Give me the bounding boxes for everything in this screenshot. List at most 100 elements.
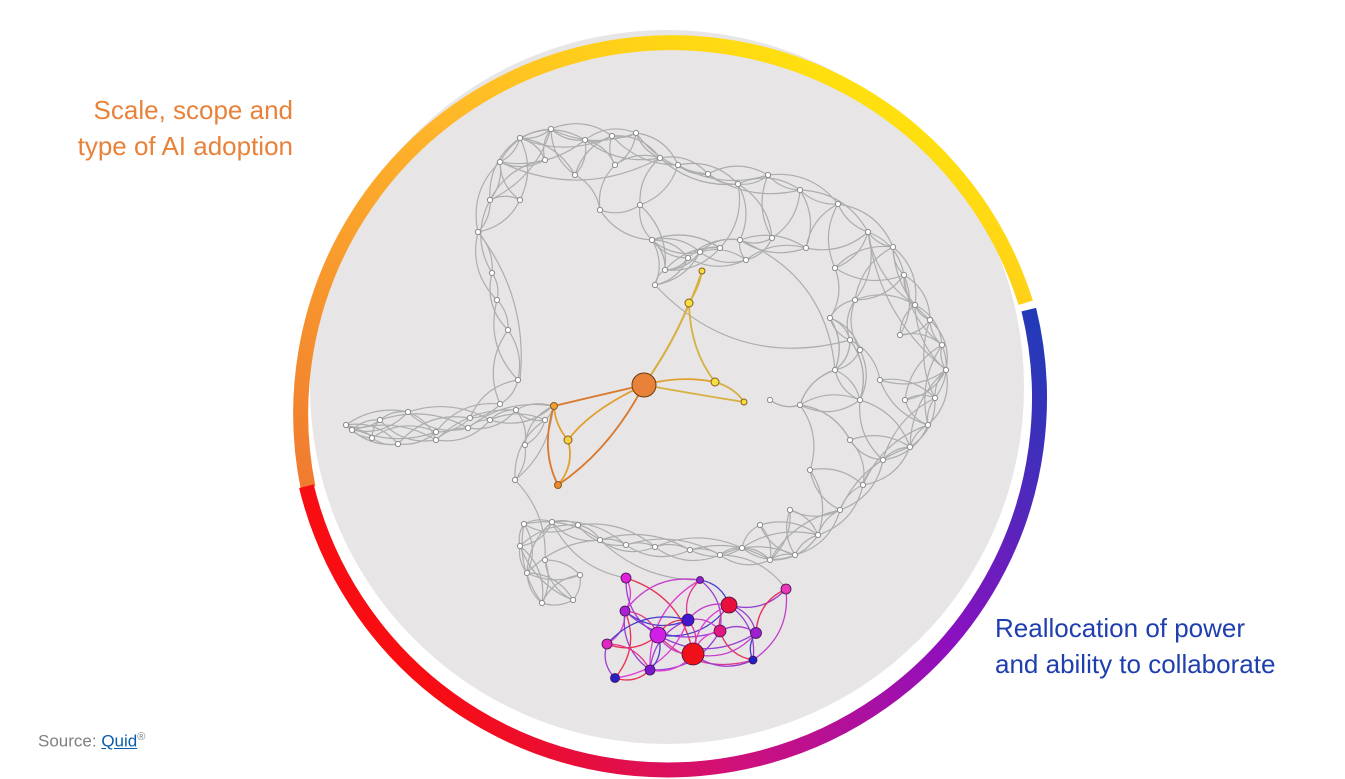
network-edge: [397, 416, 471, 445]
network-edge: [745, 237, 773, 261]
network-edge: [493, 299, 519, 381]
network-edge: [584, 139, 661, 161]
network-edge: [862, 446, 911, 486]
network-edge: [687, 257, 747, 267]
network-edge: [719, 554, 787, 590]
network-edge: [379, 419, 437, 442]
network-node: [493, 296, 501, 304]
network-node: [856, 396, 864, 404]
network-node: [432, 428, 440, 436]
network-edge: [654, 546, 721, 562]
network-edge: [599, 539, 656, 553]
network-edge: [799, 404, 851, 441]
network-nodes: [342, 125, 950, 607]
network-node: [547, 125, 555, 133]
network-node: [521, 441, 529, 449]
network-node: [651, 281, 659, 289]
network-node: [512, 406, 520, 414]
network-node: [496, 158, 504, 166]
network-node: [548, 518, 556, 526]
network-edge: [550, 128, 637, 141]
network-edge: [809, 469, 841, 511]
network-node: [648, 236, 656, 244]
network-edge: [635, 132, 709, 175]
network-node: [834, 200, 842, 208]
network-edge: [544, 559, 581, 576]
network-edge: [759, 524, 772, 561]
network-node: [348, 426, 356, 434]
network-node: [879, 456, 887, 464]
power-label-line2: and ability to collaborate: [995, 649, 1276, 679]
cluster-node: [684, 298, 694, 308]
network-edge: [477, 231, 522, 381]
network-edge: [551, 521, 627, 579]
cluster-node: [740, 398, 748, 406]
network-node: [511, 476, 519, 484]
network-edge: [639, 164, 679, 206]
power-label: Reallocation of power and ability to col…: [995, 610, 1340, 682]
network-edge: [719, 183, 741, 249]
network-edge: [879, 379, 929, 426]
network-node: [464, 424, 472, 432]
network-edge: [638, 204, 653, 241]
source-link[interactable]: Quid: [101, 731, 138, 751]
network-edge: [829, 317, 861, 351]
network-node: [504, 326, 512, 334]
network-edge: [909, 369, 947, 448]
adoption-label: Scale, scope and type of AI adoption: [3, 92, 293, 164]
network-edge: [767, 174, 801, 191]
network-edge: [469, 379, 519, 419]
network-edge: [707, 173, 801, 195]
network-node: [889, 243, 897, 251]
network-edge: [651, 237, 701, 253]
network-edge: [850, 299, 861, 351]
network-node: [846, 436, 854, 444]
network-edge: [834, 245, 894, 269]
network-edge: [407, 411, 469, 431]
network-node: [486, 416, 494, 424]
network-edge: [834, 231, 869, 269]
network-node: [846, 336, 854, 344]
network-edge: [599, 209, 653, 241]
network-edge: [635, 132, 679, 166]
adoption-label-line2: type of AI adoption: [77, 131, 293, 161]
network-node: [942, 366, 950, 374]
network-node: [796, 401, 804, 409]
network-edge: [654, 537, 743, 549]
power-cluster-nodes: [601, 572, 792, 683]
network-node: [466, 414, 474, 422]
network-node: [686, 546, 694, 554]
network-edge: [523, 523, 579, 533]
ring-arc-power: [299, 307, 1047, 778]
network-edge: [639, 157, 661, 206]
cluster-edge: [643, 270, 703, 386]
network-node: [474, 228, 482, 236]
network-node: [901, 396, 909, 404]
network-edge: [435, 419, 491, 442]
network-node: [486, 196, 494, 204]
network-node: [768, 234, 776, 242]
network-node: [802, 244, 810, 252]
network-node: [864, 228, 872, 236]
network-node: [836, 506, 844, 514]
network-node: [611, 161, 619, 169]
network-edge: [526, 521, 553, 574]
cluster-node: [720, 596, 738, 614]
network-edge: [771, 189, 801, 239]
network-edge: [799, 399, 861, 413]
network-edge: [799, 404, 815, 471]
network-edge: [834, 369, 861, 401]
network-edge: [584, 128, 637, 141]
network-edge: [882, 397, 936, 461]
network-node: [520, 520, 528, 528]
network-node: [734, 180, 742, 188]
network-node: [394, 440, 402, 448]
network-edge: [858, 399, 884, 461]
network-node: [538, 599, 546, 607]
cluster-node: [681, 613, 695, 627]
network-edge: [799, 189, 869, 233]
network-node: [368, 434, 376, 442]
network-node: [576, 571, 584, 579]
cluster-edge: [752, 588, 788, 661]
